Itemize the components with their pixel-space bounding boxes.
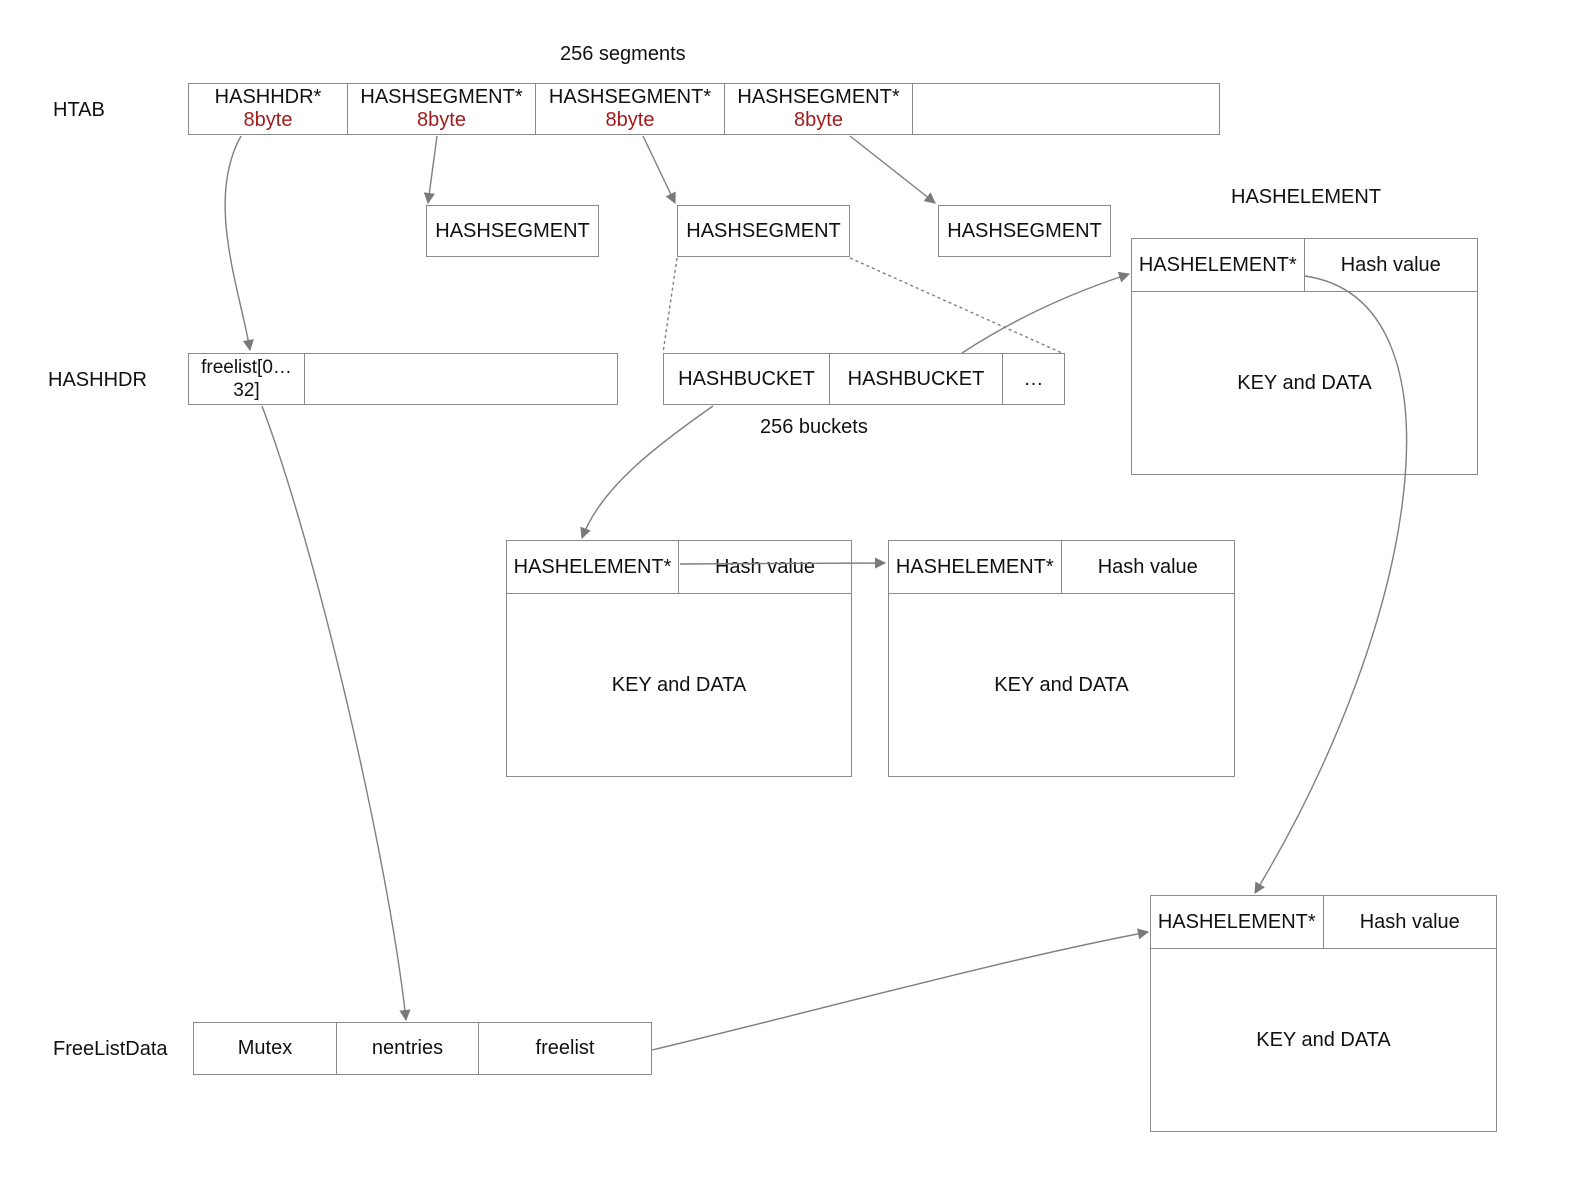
- hashhdr-cell-empty: [303, 353, 618, 405]
- hashsegment-box: HASHSEGMENT: [677, 205, 850, 257]
- hash-value-cell: Hash value: [1340, 253, 1441, 276]
- cell-size: 8byte: [417, 109, 466, 131]
- hashelement-header: HASHELEMENT* Hash value: [1151, 896, 1496, 949]
- segments-count-label: 256 segments: [560, 43, 686, 65]
- cell-size: 8byte: [243, 109, 293, 131]
- cell-name: HASHSEGMENT*: [360, 86, 523, 108]
- htab-cell-segment-ptr: HASHSEGMENT* 8byte: [346, 83, 537, 135]
- segment-expansion-line: [662, 257, 678, 354]
- htab-cell-hashhdr-ptr: HASHHDR* 8byte: [188, 83, 348, 135]
- hashelement-box: HASHELEMENT* Hash value KEY and DATA: [1150, 895, 1497, 1132]
- hashelement-ptr-cell: HASHELEMENT*: [889, 541, 1062, 593]
- cell-name: HASHHDR*: [214, 86, 322, 108]
- arrow-bucket-to-element: [580, 405, 714, 540]
- htab-cell-segment-ptr: HASHSEGMENT* 8byte: [535, 83, 725, 135]
- segment-expansion-line: [849, 257, 1063, 354]
- hash-value-cell: Hash value: [1097, 555, 1198, 578]
- hashelement-box: HASHELEMENT* Hash value KEY and DATA: [1131, 238, 1478, 475]
- buckets-count-label: 256 buckets: [760, 416, 868, 438]
- key-and-data: KEY and DATA: [611, 673, 747, 696]
- arrow-ptr-to-segment: [423, 135, 438, 205]
- hashbucket-cell: HASHBUCKET: [828, 353, 1004, 405]
- hashelement-header: HASHELEMENT* Hash value: [889, 541, 1234, 594]
- key-and-data: KEY and DATA: [1237, 371, 1372, 394]
- arrow-ptr-to-segment: [642, 135, 676, 205]
- hashelement-ptr-cell: HASHELEMENT*: [507, 541, 679, 593]
- hash-value-cell: Hash value: [714, 555, 816, 578]
- freelistdata-cell-mutex: Mutex: [193, 1022, 337, 1075]
- hash-value-cell: Hash value: [1359, 910, 1460, 933]
- bucket-ellipsis-cell: …: [1002, 353, 1065, 405]
- hashsegment-box: HASHSEGMENT: [426, 205, 599, 257]
- hashhdr-cell-freelist: freelist[0…32]: [188, 353, 305, 405]
- arrow-freelist-to-element: [651, 928, 1150, 1051]
- hashelement-box: HASHELEMENT* Hash value KEY and DATA: [888, 540, 1235, 777]
- htab-cell-empty: [912, 83, 1220, 135]
- hashhdr-row: freelist[0…32]: [188, 353, 618, 405]
- hashhdr-label: HASHHDR: [48, 369, 147, 391]
- hashelement-title: HASHELEMENT: [1231, 186, 1382, 208]
- key-and-data: KEY and DATA: [1256, 1028, 1391, 1051]
- freelistdata-label: FreeListData: [53, 1038, 168, 1060]
- htab-label: HTAB: [53, 99, 105, 121]
- htab-row: HASHHDR* 8byte HASHSEGMENT* 8byte HASHSE…: [188, 83, 1220, 135]
- arrow-htab-to-hashhdr: [224, 135, 254, 352]
- hashelement-ptr-cell: HASHELEMENT*: [1151, 896, 1324, 948]
- hashbucket-cell: HASHBUCKET: [663, 353, 830, 405]
- arrow-bucket-to-element: [961, 271, 1131, 354]
- hashelement-box: HASHELEMENT* Hash value KEY and DATA: [506, 540, 852, 777]
- hashelement-header: HASHELEMENT* Hash value: [507, 541, 851, 594]
- cell-size: 8byte: [794, 109, 843, 131]
- hashsegment-box: HASHSEGMENT: [938, 205, 1111, 257]
- freelistdata-row: Mutex nentries freelist: [193, 1022, 652, 1075]
- freelistdata-cell-freelist: freelist: [478, 1022, 652, 1075]
- bucket-row: HASHBUCKET HASHBUCKET …: [663, 353, 1065, 405]
- freelistdata-cell-nentries: nentries: [335, 1022, 480, 1075]
- hashelement-ptr-cell: HASHELEMENT*: [1132, 239, 1305, 291]
- cell-name: HASHSEGMENT*: [737, 86, 900, 108]
- cell-size: 8byte: [605, 109, 655, 131]
- key-and-data: KEY and DATA: [994, 673, 1129, 696]
- cell-name: HASHSEGMENT*: [548, 86, 712, 108]
- arrow-ptr-to-segment: [849, 135, 936, 204]
- arrow-freelist-to-freelistdata: [261, 405, 411, 1022]
- htab-cell-segment-ptr: HASHSEGMENT* 8byte: [723, 83, 914, 135]
- hashelement-header: HASHELEMENT* Hash value: [1132, 239, 1477, 292]
